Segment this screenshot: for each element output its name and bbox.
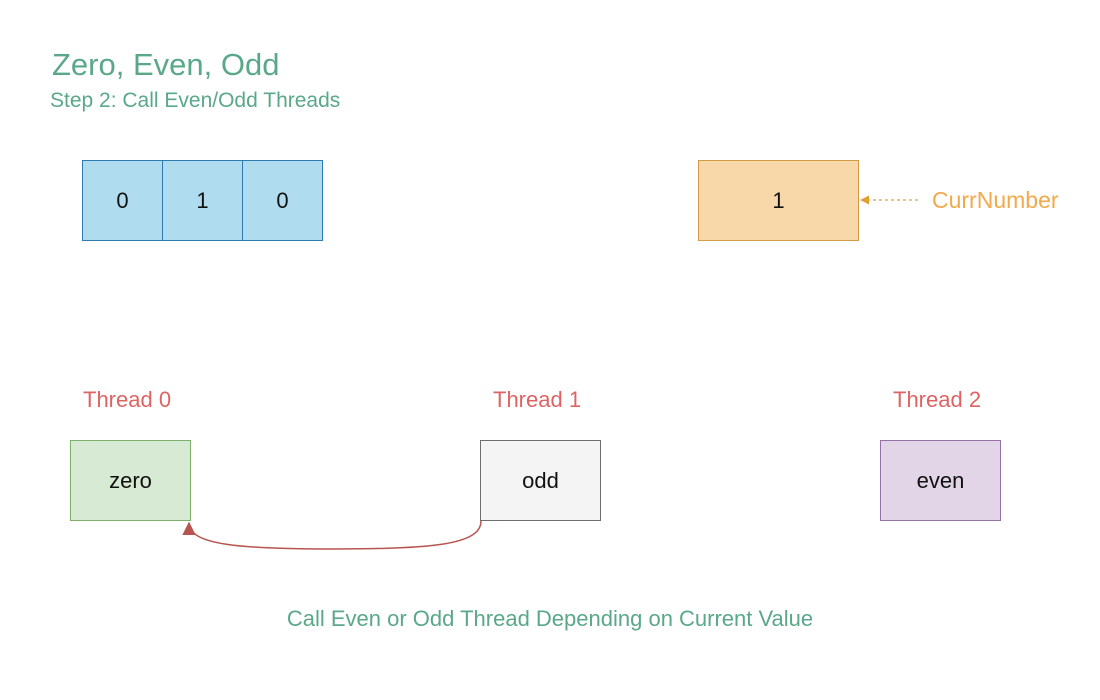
thread-odd-box: odd xyxy=(480,440,601,521)
diagram-caption: Call Even or Odd Thread Depending on Cur… xyxy=(286,606,814,631)
diagram-subtitle: Step 2: Call Even/Odd Threads xyxy=(50,89,341,112)
array-cell-1: 1 xyxy=(162,160,243,241)
thread-zero-box: zero xyxy=(70,440,191,521)
call-zero-thread-arrow xyxy=(182,520,482,550)
thread-1-label: Thread 1 xyxy=(493,387,582,412)
thread-2-label: Thread 2 xyxy=(893,387,982,412)
thread-0-label: Thread 0 xyxy=(83,387,172,412)
current-number-label: CurrNumber xyxy=(932,187,1059,213)
thread-even-box: even xyxy=(880,440,1001,521)
array-cell-2: 0 xyxy=(242,160,323,241)
output-array: 0 1 0 xyxy=(82,160,323,241)
array-cell-0: 0 xyxy=(82,160,163,241)
current-number-box: 1 xyxy=(698,160,859,241)
diagram-title: Zero, Even, Odd xyxy=(52,47,280,82)
